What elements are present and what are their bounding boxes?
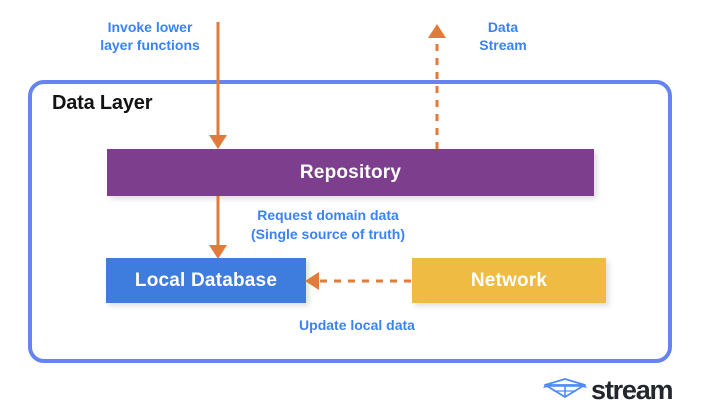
annotation-data-stream: Data Stream xyxy=(479,19,527,53)
node-repository: Repository xyxy=(107,149,594,196)
node-network: Network xyxy=(412,258,606,303)
node-local-database: Local Database xyxy=(106,258,306,303)
annotation-invoke-lower-layer-functions: Invoke lower layer functions xyxy=(100,19,200,53)
data-layer-title: Data Layer xyxy=(52,92,153,114)
stream-wordmark: stream xyxy=(591,375,674,405)
annotation-update-local-data: Update local data xyxy=(299,317,415,333)
annotation-request-domain-data: Request domain data (Single source of tr… xyxy=(251,207,405,242)
data-layer-container xyxy=(28,80,672,363)
paper-boat-icon xyxy=(543,375,587,406)
stream-logo: stream xyxy=(543,375,674,406)
